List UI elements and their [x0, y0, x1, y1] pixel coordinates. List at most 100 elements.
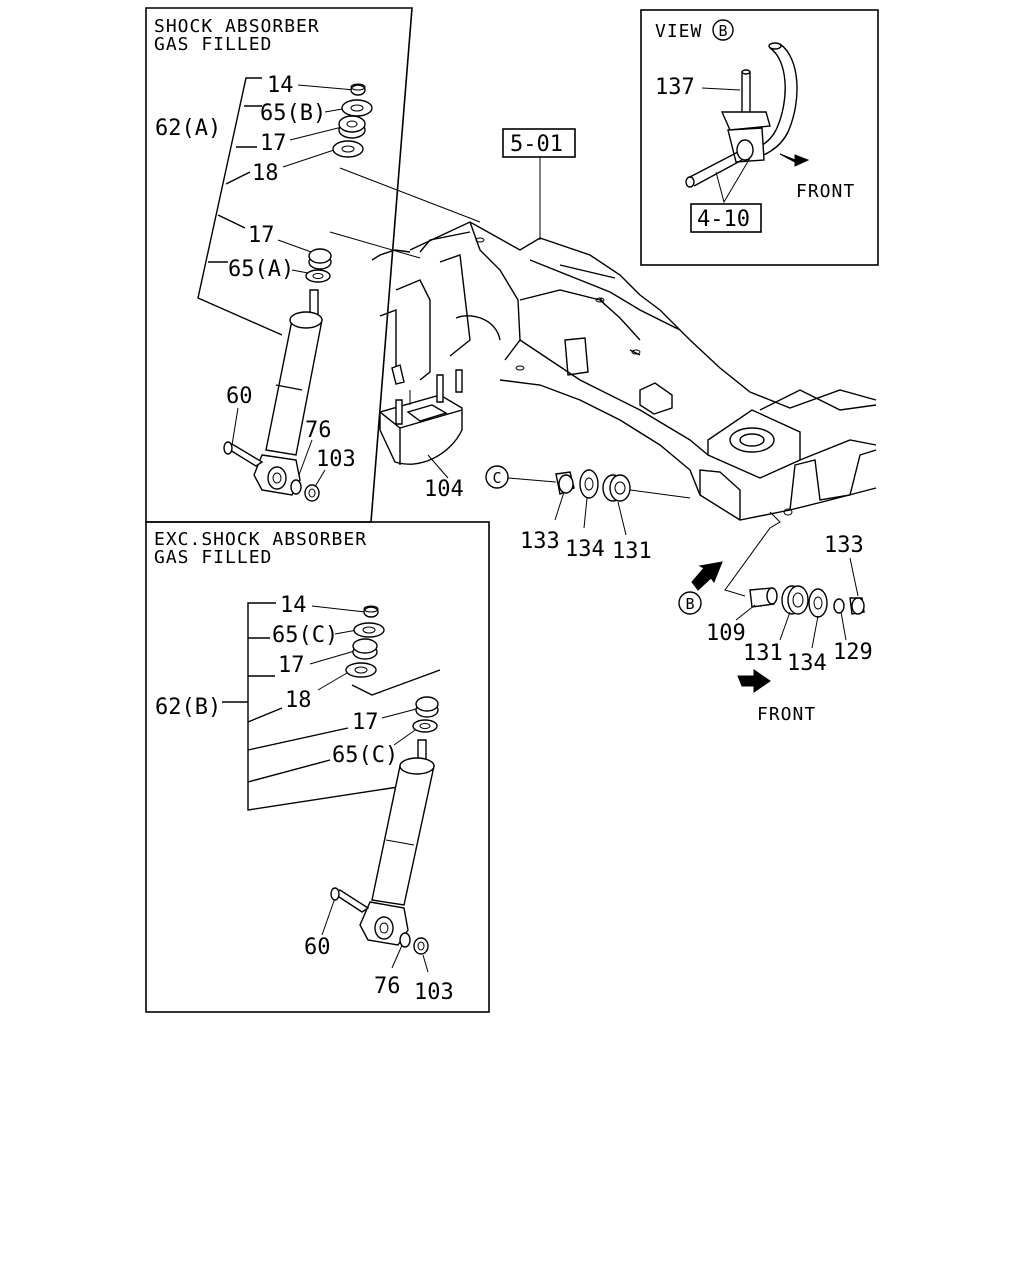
- view-b-title: VIEW: [655, 21, 702, 42]
- panel-view-b: VIEW B 137 4-10 FRONT: [640, 9, 879, 266]
- leader-exc-65c: [334, 629, 358, 635]
- panel-exc-title-line2: GAS FILLED: [154, 547, 272, 568]
- leader-exc-65c2: [393, 727, 419, 746]
- bracket-62a: [197, 77, 283, 336]
- leader-65a: [291, 269, 309, 274]
- frame-rail: [371, 221, 877, 521]
- marker-b-letter: B: [685, 595, 694, 613]
- washer-18: [332, 140, 364, 158]
- leader-exc-18: [317, 669, 353, 691]
- leader-104: [427, 454, 449, 479]
- leader-rear-stack: [724, 511, 781, 597]
- leader-60: [231, 407, 239, 446]
- leader-137: [701, 87, 741, 91]
- label-76: 76: [305, 418, 332, 443]
- ref-box-410: [690, 203, 762, 233]
- leader-exc-76: [391, 942, 404, 969]
- label-17: 17: [260, 131, 287, 156]
- leader-18: [282, 147, 341, 168]
- label-137: 137: [655, 75, 695, 100]
- leader-stack-c: [629, 489, 691, 499]
- marker-b: B: [678, 591, 702, 615]
- marker-c: C: [485, 465, 509, 489]
- bump-stopper-104: [379, 364, 463, 465]
- panel-exc-title-line1: EXC.SHOCK ABSORBER: [154, 529, 367, 550]
- leader-17: [289, 126, 343, 141]
- label-ref-501: 5-01: [510, 132, 563, 157]
- label-exc-103: 103: [414, 980, 454, 1005]
- panel-gas-filled: SHOCK ABSORBER GAS FILLED: [145, 7, 413, 523]
- view-b-arrow: [691, 561, 723, 591]
- leader-exc-103: [422, 954, 429, 973]
- label-133a: 133: [520, 529, 560, 554]
- washer-134a: [579, 469, 599, 499]
- nut-103: [304, 484, 320, 502]
- nut-exc-103: [413, 937, 429, 955]
- bolt-exc-60: [330, 887, 370, 913]
- panel-gas-title-line2: GAS FILLED: [154, 34, 272, 55]
- leader-133b: [849, 557, 859, 597]
- label-103: 103: [316, 447, 356, 472]
- alignment-line-upper: [339, 167, 481, 223]
- alignment-line-lower: [329, 231, 421, 259]
- washer-exc-65c: [353, 622, 385, 638]
- label-134b: 134: [787, 651, 827, 676]
- label-131a: 131: [612, 539, 652, 564]
- label-exc-60: 60: [304, 935, 331, 960]
- bushing-17: [338, 115, 366, 139]
- leader-exc-17b: [381, 707, 421, 719]
- marker-c-letter: C: [492, 469, 501, 487]
- leader-17b: [277, 239, 315, 254]
- bracket-62a-branch-18: [225, 171, 251, 185]
- leader-109: [735, 604, 756, 621]
- shock-absorber-exc: [359, 739, 435, 946]
- label-104: 104: [424, 477, 464, 502]
- front-arrow-main: [737, 669, 771, 693]
- view-b-marker-letter: B: [718, 22, 727, 40]
- collar-109: [749, 587, 778, 608]
- bracket-62a-branch-17b: [217, 214, 246, 229]
- leader-131a: [617, 501, 627, 536]
- bushing-131b: [781, 585, 809, 615]
- label-exc-14: 14: [280, 593, 307, 618]
- label-ref-410: 4-10: [697, 207, 750, 232]
- nut-14: [350, 83, 366, 96]
- leader-exc-17: [309, 649, 359, 665]
- leader-134a: [583, 497, 588, 529]
- label-131b: 131: [743, 641, 783, 666]
- label-14: 14: [267, 73, 294, 98]
- leader-exc-60: [321, 897, 336, 936]
- label-exc-17b: 17: [352, 710, 379, 735]
- label-65b: 65(B): [260, 101, 326, 126]
- front-arrow-view-b: [779, 153, 810, 167]
- label-exc-65c2: 65(C): [332, 743, 398, 768]
- label-exc-62b: 62(B): [155, 695, 221, 720]
- leader-marker-c: [507, 477, 557, 483]
- washer-65b: [341, 99, 373, 117]
- leader-131b: [779, 611, 791, 641]
- label-133b: 133: [824, 533, 864, 558]
- bracket-62b-branch-18: [247, 707, 283, 723]
- label-exc-76: 76: [374, 974, 401, 999]
- label-60: 60: [226, 384, 253, 409]
- leader-exc-14: [311, 605, 366, 613]
- panel-exc-gas-filled: EXC.SHOCK ABSORBER GAS FILLED: [145, 521, 490, 1013]
- ref-box-501: [502, 128, 576, 158]
- washer-65a: [305, 269, 331, 283]
- leader-129: [840, 611, 847, 641]
- leader-14: [297, 84, 356, 91]
- label-18: 18: [252, 161, 279, 186]
- label-109: 109: [706, 621, 746, 646]
- bolt-60: [223, 441, 264, 467]
- leader-134b: [811, 615, 819, 649]
- bracket-62b: [247, 602, 399, 811]
- main-assembly: 5-01: [329, 128, 877, 725]
- view-b-marker: B: [712, 19, 734, 41]
- washer-exc-65c2: [412, 719, 438, 733]
- label-65a: 65(A): [228, 257, 294, 282]
- stabilizer-bracket: [685, 42, 798, 188]
- label-129: 129: [833, 640, 873, 665]
- label-exc-17: 17: [278, 653, 305, 678]
- bushing-131a: [602, 474, 631, 502]
